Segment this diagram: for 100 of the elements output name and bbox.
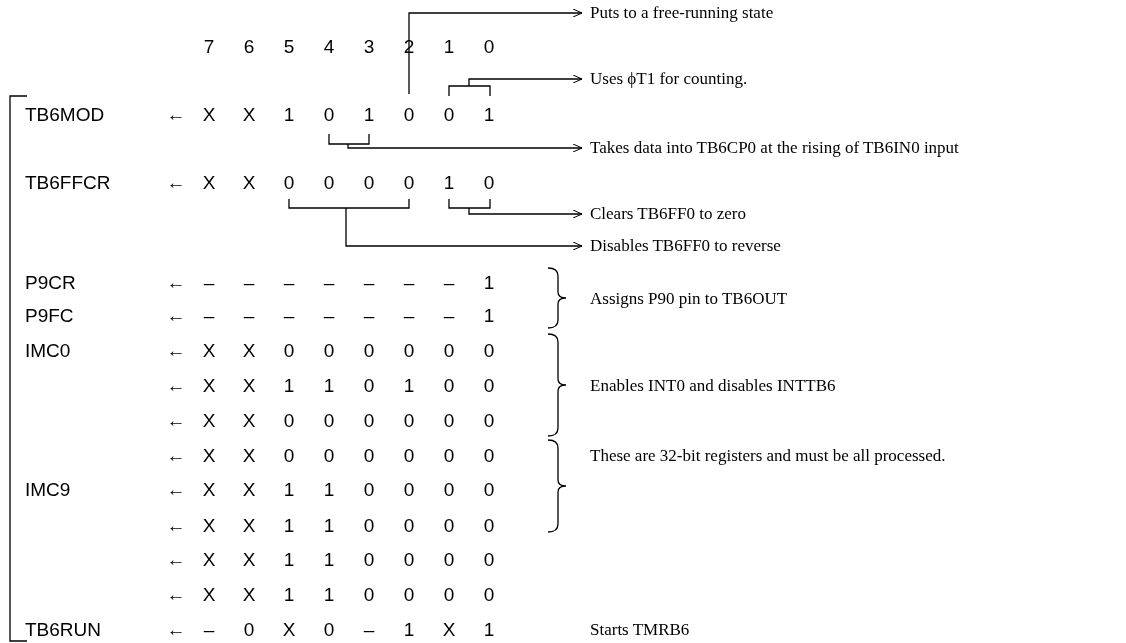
bit-value: X [242, 515, 256, 535]
bit-value: X [282, 619, 296, 639]
bit-value: 0 [363, 172, 375, 192]
bit-value: – [443, 272, 455, 292]
bit-value: 1 [363, 104, 375, 124]
note-text: These are 32-bit registers and must be all processed. [590, 446, 946, 464]
bit-value: 0 [403, 515, 415, 535]
description-text: Clears TB6FF0 to zero [590, 204, 746, 222]
bit-value: – [363, 305, 375, 325]
bit-value: 0 [403, 584, 415, 604]
bit-value: 0 [403, 549, 415, 569]
arrow-symbol: ← [166, 104, 186, 124]
bit-value: – [203, 619, 215, 639]
arrow-symbol: ← [166, 515, 186, 535]
bit-value: – [323, 272, 335, 292]
register-name: TB6FFCR [25, 172, 111, 192]
bit-value: 1 [403, 375, 415, 395]
bit-value: 0 [483, 445, 495, 465]
bit-value: 0 [363, 584, 375, 604]
bit-value: 0 [483, 172, 495, 192]
bit-value: 0 [323, 172, 335, 192]
note-text: Starts TMRB6 [590, 620, 690, 638]
bit-value: 0 [283, 410, 295, 430]
description-text: Disables TB6FF0 to reverse [590, 236, 781, 254]
bit-value: X [202, 549, 216, 569]
bit-value: 0 [443, 410, 455, 430]
bit-number: 7 [203, 36, 215, 56]
bit-value: 1 [283, 104, 295, 124]
bit-value: – [203, 305, 215, 325]
bit-value: – [363, 619, 375, 639]
description-text: Takes data into TB6CP0 at the rising of TB6IN0 input [590, 138, 959, 156]
bit-value: X [242, 584, 256, 604]
register-name: TB6MOD [25, 104, 105, 124]
bit-value: 0 [323, 410, 335, 430]
bit-value: 1 [483, 272, 495, 292]
bit-value: 0 [323, 104, 335, 124]
bit-value: – [243, 272, 255, 292]
arrow-symbol: ← [166, 479, 186, 499]
bit-value: X [202, 375, 216, 395]
bit-number: 1 [443, 36, 455, 56]
bit-value: 0 [363, 549, 375, 569]
bit-value: X [242, 172, 256, 192]
bit-value: – [443, 305, 455, 325]
bit-value: – [283, 305, 295, 325]
bit-value: 0 [363, 445, 375, 465]
bit-value: X [202, 515, 216, 535]
arrow-symbol: ← [166, 445, 186, 465]
bit-value: 1 [283, 515, 295, 535]
bit-value: 0 [283, 445, 295, 465]
leader-line [448, 74, 583, 97]
bit-value: 0 [363, 340, 375, 360]
arrow-symbol: ← [166, 172, 186, 192]
bit-value: X [202, 410, 216, 430]
register-name: TB6RUN [25, 619, 101, 639]
bit-number: 0 [483, 36, 495, 56]
bit-value: X [202, 172, 216, 192]
bit-value: 0 [443, 584, 455, 604]
bit-value: 0 [483, 515, 495, 535]
bit-value: X [202, 104, 216, 124]
register-name: P9FC [25, 305, 74, 325]
bit-value: 0 [403, 479, 415, 499]
bit-value: X [202, 479, 216, 499]
bit-value: 0 [443, 445, 455, 465]
leader-line [448, 198, 583, 219]
bit-value: X [202, 340, 216, 360]
bit-value: 0 [363, 375, 375, 395]
bit-value: 1 [283, 549, 295, 569]
bit-value: X [242, 104, 256, 124]
bit-value: 0 [283, 172, 295, 192]
arrow-symbol: ← [166, 549, 186, 569]
leader-line [288, 198, 583, 251]
bit-value: X [242, 340, 256, 360]
bit-value: 0 [443, 549, 455, 569]
bit-value: 0 [283, 340, 295, 360]
bit-value: 0 [403, 172, 415, 192]
arrow-symbol: ← [166, 272, 186, 292]
arrow-symbol: ← [166, 619, 186, 639]
bit-value: 0 [443, 104, 455, 124]
bit-number: 5 [283, 36, 295, 56]
bit-value: X [242, 410, 256, 430]
bit-value: 1 [483, 305, 495, 325]
bit-value: 1 [283, 375, 295, 395]
bit-value: 0 [363, 479, 375, 499]
bit-value: – [363, 272, 375, 292]
bit-value: 0 [363, 410, 375, 430]
description-text: Puts to a free-running state [590, 3, 774, 21]
bit-value: 1 [323, 515, 335, 535]
bit-value: 0 [363, 515, 375, 535]
arrow-symbol: ← [166, 584, 186, 604]
bit-number: 4 [323, 36, 335, 56]
note-text: Assigns P90 pin to TB6OUT [590, 289, 788, 307]
bit-value: 0 [403, 445, 415, 465]
bit-value: 0 [443, 340, 455, 360]
bit-value: 0 [483, 340, 495, 360]
bit-value: 0 [483, 375, 495, 395]
bit-value: – [203, 272, 215, 292]
leader-line [408, 8, 583, 95]
bit-value: 0 [403, 340, 415, 360]
bit-value: 0 [403, 410, 415, 430]
bit-value: 1 [323, 584, 335, 604]
